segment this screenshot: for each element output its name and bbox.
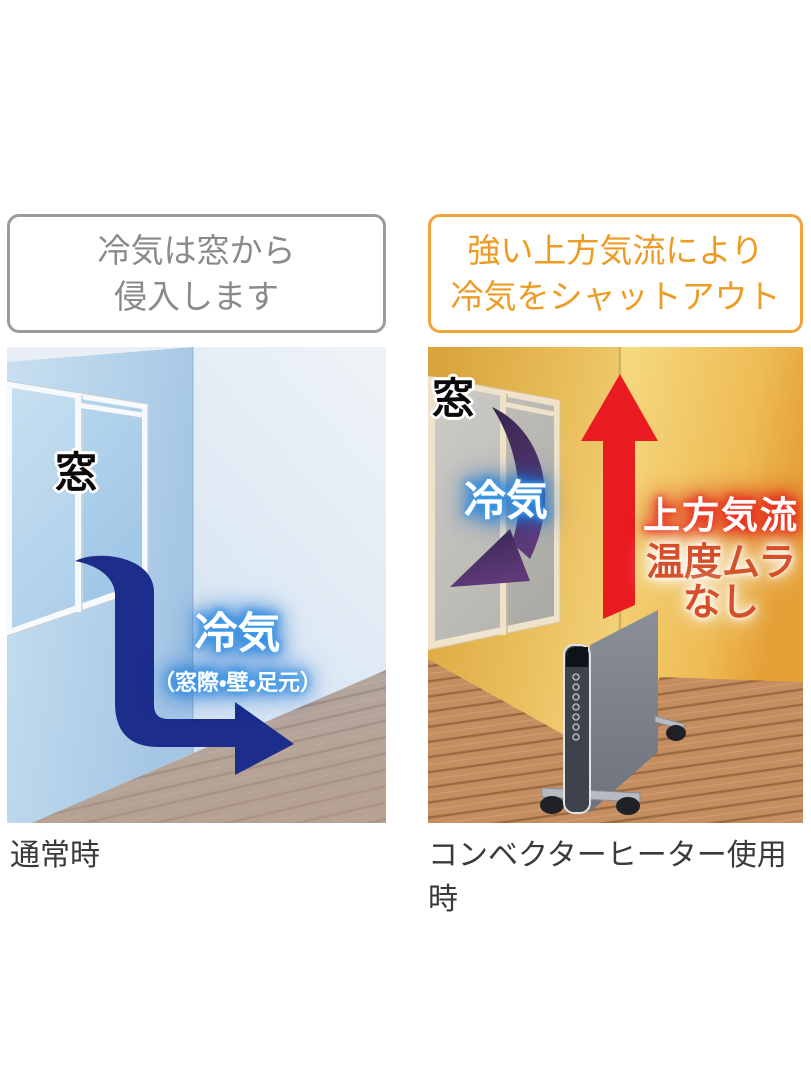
heater-front-caster-left [540, 796, 564, 814]
heater-front-edge [563, 644, 591, 814]
wood-floor [428, 659, 803, 823]
right-callout-line1: 強い上方気流により [467, 231, 764, 269]
heater-control-buttons [572, 673, 580, 741]
left-callout-line2: 侵入します [114, 277, 279, 315]
cold-air-label: 冷気 [464, 477, 549, 524]
heater-room-scene: 窓 冷気 上方気流 温度ムラ なし [428, 347, 803, 823]
cold-air-label: 冷気 [194, 610, 281, 658]
temp-even-line2: なし [682, 581, 759, 624]
heater-rear-caster [666, 725, 686, 741]
heater-body-panel [590, 610, 658, 812]
convector-heater [540, 610, 686, 815]
cold-air-labels: 冷気 （窓際・壁・足元） [135, 599, 340, 697]
right-callout-line2: 冷気をシャットアウト [450, 277, 781, 315]
updraft-label: 上方気流 [643, 495, 799, 536]
wood-floor-tint [7, 670, 386, 823]
updraft-arrow [581, 374, 658, 619]
left-callout: 冷気は窓から 侵入します [7, 214, 386, 333]
window-label: 窓 [432, 375, 475, 422]
right-caption: コンベクターヒーター使用時 [428, 839, 787, 916]
heater-display [566, 647, 588, 667]
cold-draft-arrow [450, 407, 546, 587]
temp-even-label: 温度ムラ なし [646, 542, 797, 624]
right-callout: 強い上方気流により 冷気をシャットアウト [428, 214, 803, 333]
normal-room-illustration [7, 347, 386, 823]
left-callout-line1: 冷気は窓から [97, 231, 296, 269]
temp-even-line1: 温度ムラ [646, 542, 797, 584]
cold-air-down-arrow [75, 555, 294, 775]
left-caption: 通常時 [10, 839, 100, 872]
cold-air-sublabel: （窓際・壁・足元） [153, 670, 322, 695]
normal-room-scene: 窓 冷気 （窓際・壁・足元） [7, 347, 386, 823]
window-label: 窓 [55, 449, 98, 496]
heater-front-caster-right [616, 797, 640, 815]
heater-room-illustration [428, 347, 803, 823]
